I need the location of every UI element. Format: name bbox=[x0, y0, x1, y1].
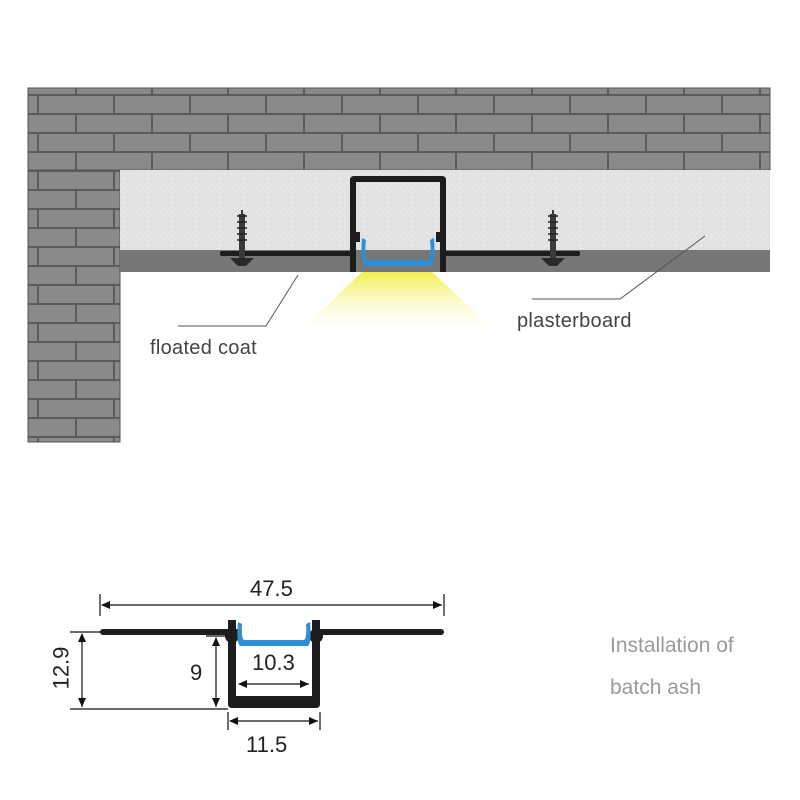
brick-wall bbox=[27, 87, 771, 443]
inner-width-label: 10.3 bbox=[252, 650, 295, 675]
plasterboard-label: plasterboard bbox=[517, 310, 632, 332]
dimension-lines bbox=[70, 594, 445, 730]
inner-depth-label: 9 bbox=[190, 660, 203, 685]
overall-width-label: 47.5 bbox=[250, 576, 293, 601]
light-beam bbox=[296, 272, 500, 335]
diffuser-lens bbox=[361, 238, 435, 266]
diffuser-lens bbox=[237, 622, 311, 646]
outer-width-label: 11.5 bbox=[246, 732, 288, 757]
plasterboard-leader bbox=[532, 235, 706, 300]
overall-height-label: 12.9 bbox=[48, 646, 74, 690]
floated-coat-leader bbox=[178, 274, 299, 327]
floated-coat-label: floated coat bbox=[150, 337, 258, 359]
installation-note: Installation of batch ash bbox=[610, 625, 734, 709]
screw-icon bbox=[541, 210, 565, 266]
installation-note-line-2: batch ash bbox=[610, 676, 702, 699]
screw-icon bbox=[230, 210, 254, 266]
embedded-profile bbox=[220, 176, 580, 272]
installation-note-line-1: Installation of bbox=[610, 634, 734, 657]
profile-cross-section bbox=[100, 620, 444, 708]
